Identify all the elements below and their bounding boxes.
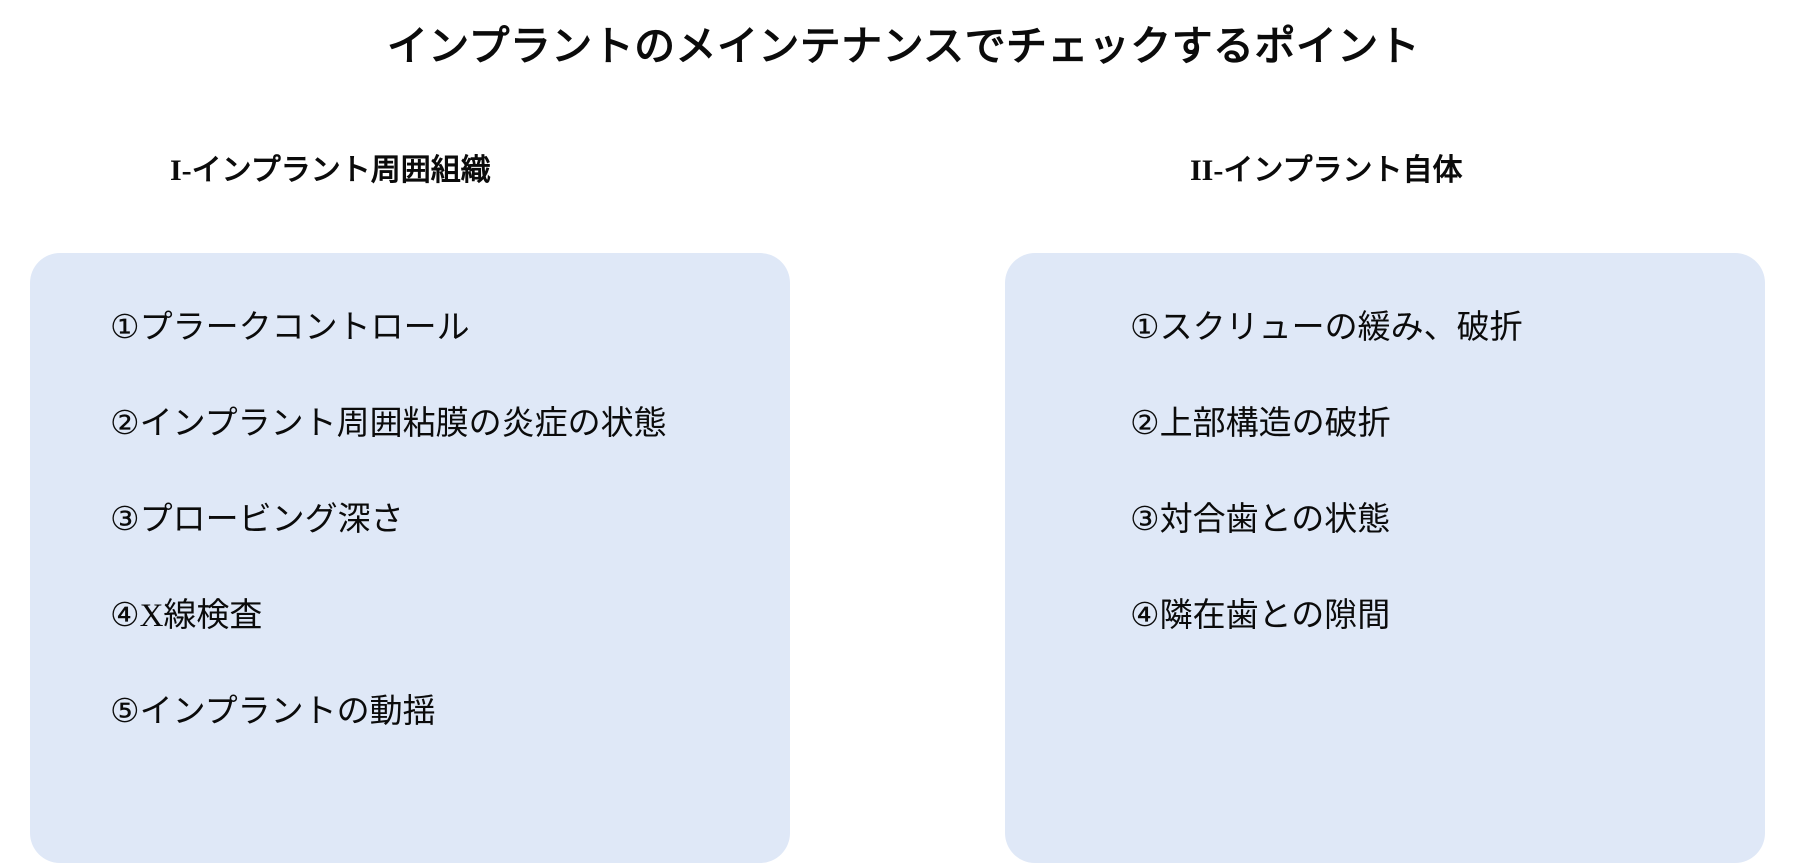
list-marker: ①	[1130, 310, 1160, 347]
list-item-label: X線検査	[139, 598, 263, 635]
column-heading-left: I-インプラント周囲組織	[170, 154, 491, 187]
list-marker: ④	[110, 598, 140, 635]
list-marker: ②	[110, 406, 140, 443]
list-item: ③ プロービング深さ	[30, 473, 790, 569]
column-heading-right: II-インプラント自体	[1190, 154, 1463, 187]
list-item-label: 上部構造の破折	[1159, 406, 1391, 443]
list-item: ⑤ インプラントの動揺	[30, 665, 790, 761]
list-marker: ③	[110, 502, 140, 539]
list-item: ④ X線検査	[30, 569, 790, 665]
list-item-label: プラークコントロール	[139, 310, 470, 347]
list-item-label: インプラント周囲粘膜の炎症の状態	[139, 406, 667, 443]
list-item-label: 隣在歯との隙間	[1159, 598, 1391, 635]
list-marker: ⑤	[110, 694, 140, 731]
list-marker: ③	[1130, 502, 1160, 539]
list-marker: ①	[110, 310, 140, 347]
list-item: ③ 対合歯との状態	[1005, 473, 1765, 569]
list-item: ④ 隣在歯との隙間	[1005, 569, 1765, 665]
page-title: インプラントのメインテナンスでチェックするポイント	[386, 23, 1421, 69]
list-item-label: 対合歯との状態	[1159, 502, 1391, 539]
checklist-left: ① プラークコントロール ② インプラント周囲粘膜の炎症の状態 ③ プロービング…	[30, 281, 790, 761]
panel-right: ① スクリューの緩み、破折 ② 上部構造の破折 ③ 対合歯との状態 ④ 隣在歯と…	[1005, 253, 1765, 863]
list-item: ② インプラント周囲粘膜の炎症の状態	[30, 377, 790, 473]
list-item-label: プロービング深さ	[139, 502, 404, 539]
list-item: ① スクリューの緩み、破折	[1005, 281, 1765, 377]
list-marker: ②	[1130, 406, 1160, 443]
list-item-label: スクリューの緩み、破折	[1159, 310, 1523, 347]
list-marker: ④	[1130, 598, 1160, 635]
list-item-label: インプラントの動揺	[139, 694, 436, 731]
panel-left: ① プラークコントロール ② インプラント周囲粘膜の炎症の状態 ③ プロービング…	[30, 253, 790, 863]
checklist-right: ① スクリューの緩み、破折 ② 上部構造の破折 ③ 対合歯との状態 ④ 隣在歯と…	[1005, 281, 1765, 665]
list-item: ① プラークコントロール	[30, 281, 790, 377]
list-item: ② 上部構造の破折	[1005, 377, 1765, 473]
